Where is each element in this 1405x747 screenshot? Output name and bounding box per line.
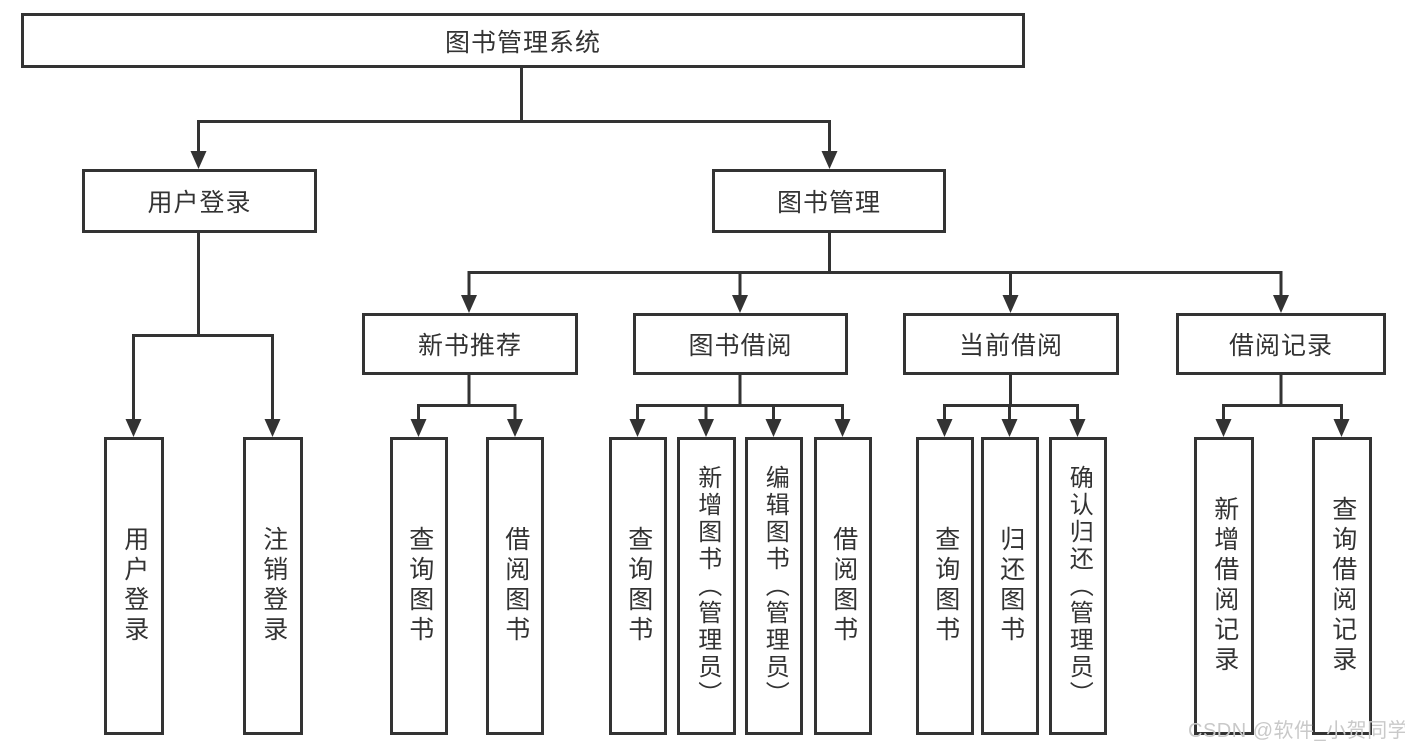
leaf-recommend-query-books-label: 查询图书 [405,526,434,646]
leaf-user-login: 用户登录 [104,437,164,735]
node-book-borrow-label: 图书借阅 [688,332,793,360]
node-new-book-recommend-label: 新书推荐 [417,332,522,360]
leaf-current-query-books-label: 查询图书 [931,526,960,646]
node-borrow-records: 借阅记录 [1176,313,1386,375]
leaf-current-confirm-return-admin: 确认归还（管理员） [1049,437,1107,735]
csdn-watermark: CSDN @软件_小贺同学 [1188,720,1405,742]
leaf-records-query-record: 查询借阅记录 [1312,437,1372,735]
node-new-book-recommend: 新书推荐 [362,313,578,375]
node-user-login: 用户登录 [82,169,317,233]
node-current-borrow-label: 当前借阅 [958,332,1063,360]
leaf-records-add-record-label: 新增借阅记录 [1210,496,1239,676]
node-root-label: 图书管理系统 [444,28,601,57]
node-current-borrow: 当前借阅 [903,313,1119,375]
node-book-management: 图书管理 [712,169,946,233]
node-book-management-label: 图书管理 [776,189,881,217]
leaf-logout: 注销登录 [243,437,303,735]
leaf-borrow-borrow-books-label: 借阅图书 [829,526,858,646]
leaf-recommend-query-books: 查询图书 [390,437,448,735]
leaf-borrow-query-books: 查询图书 [609,437,667,735]
leaf-borrow-add-books-admin: 新增图书（管理员） [677,437,736,735]
leaf-borrow-edit-books-admin: 编辑图书（管理员） [745,437,803,735]
node-borrow-records-label: 借阅记录 [1228,332,1333,360]
leaf-current-confirm-return-admin-label: 确认归还（管理员） [1065,464,1093,708]
leaf-records-add-record: 新增借阅记录 [1194,437,1254,735]
leaf-borrow-edit-books-admin-label: 编辑图书（管理员） [761,464,789,708]
leaf-user-login-label: 用户登录 [120,526,149,646]
leaf-borrow-query-books-label: 查询图书 [624,526,653,646]
node-user-login-label: 用户登录 [147,189,252,217]
leaf-borrow-add-books-admin-label: 新增图书（管理员） [693,464,721,708]
leaf-current-return-books-label: 归还图书 [996,526,1025,646]
leaf-borrow-borrow-books: 借阅图书 [814,437,872,735]
tree-edges [132,66,1343,421]
leaf-records-query-record-label: 查询借阅记录 [1328,496,1357,676]
leaf-current-return-books: 归还图书 [981,437,1039,735]
leaf-current-query-books: 查询图书 [916,437,974,735]
leaf-recommend-borrow-books-label: 借阅图书 [501,526,530,646]
leaf-logout-label: 注销登录 [259,526,288,646]
node-book-borrow: 图书借阅 [633,313,848,375]
leaf-recommend-borrow-books: 借阅图书 [486,437,544,735]
node-root-system: 图书管理系统 [21,13,1025,68]
